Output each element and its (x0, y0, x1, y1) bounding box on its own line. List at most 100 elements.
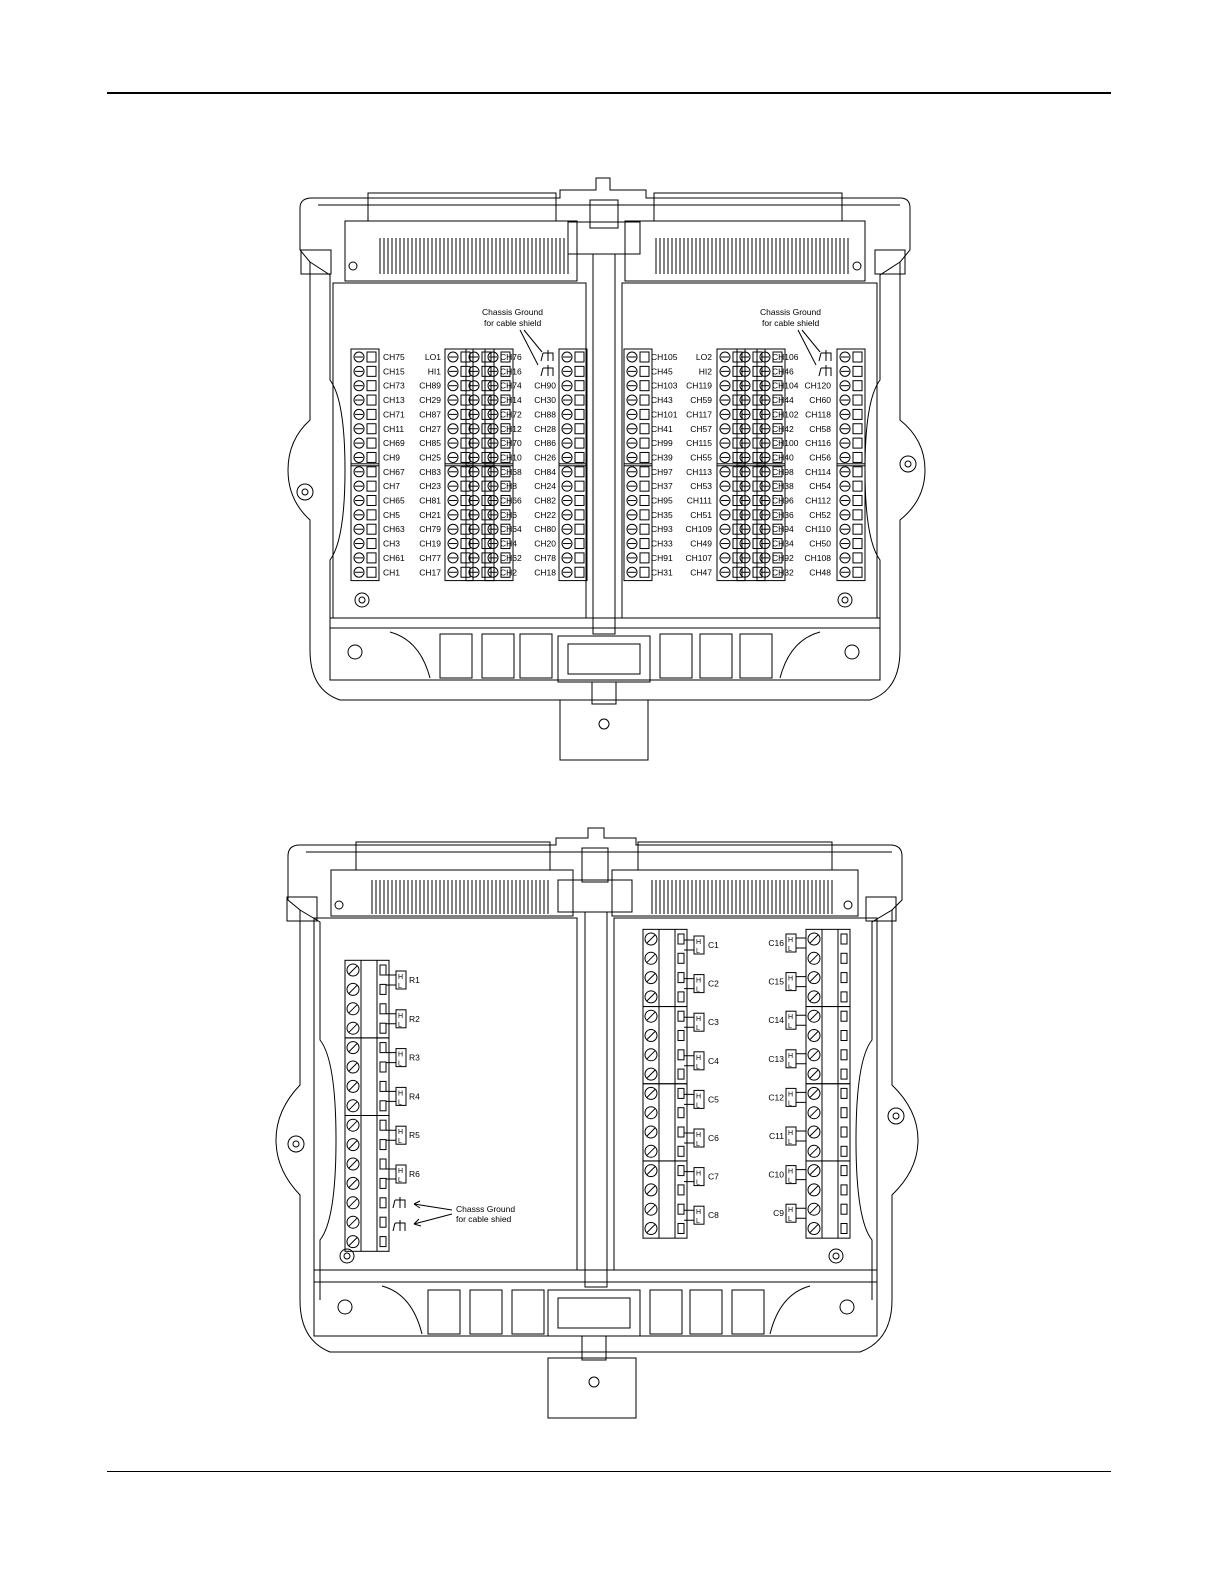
screw-slot (348, 1198, 358, 1208)
screw-terminal (447, 394, 459, 406)
screw-slot (348, 1101, 358, 1111)
wire-entry (366, 552, 377, 564)
c-channel-label: C16 (768, 938, 784, 948)
wire-entry (574, 408, 585, 420)
terminal-block (736, 463, 766, 582)
terminal-block (716, 348, 746, 467)
screw-terminal (487, 509, 499, 521)
screw-slot (646, 1204, 656, 1214)
screw-terminal (644, 1202, 658, 1216)
h-label: H (788, 1091, 793, 1098)
wire-entry (852, 466, 863, 478)
terminal-block (350, 463, 380, 582)
screw-slot (809, 1069, 819, 1079)
screw-terminal (739, 566, 751, 578)
rail-slot (739, 633, 773, 679)
channel-label: CH116 (805, 438, 831, 448)
hl-box (693, 1205, 705, 1225)
channel-label: CH90 (534, 381, 556, 391)
wire-entry (852, 394, 863, 406)
hl-marker: HL (684, 1089, 705, 1109)
channel-label: CH29 (419, 395, 441, 405)
terminal-block (484, 348, 514, 467)
screw-terminal (759, 466, 771, 478)
screw-terminal (561, 523, 573, 535)
wire-entry (840, 972, 848, 984)
wire-entry (677, 1030, 685, 1041)
screw-slot (646, 1146, 656, 1156)
screw-terminal (561, 394, 573, 406)
channel-label: CH109 (686, 524, 713, 534)
wire-entry (379, 1197, 387, 1209)
screw-terminal (626, 566, 638, 578)
terminal-block (465, 348, 495, 467)
screw-terminal (759, 451, 771, 463)
screw-terminal (447, 451, 459, 463)
channel-label: CH55 (690, 452, 712, 462)
channel-label: CH84 (534, 467, 556, 477)
screw-slot (809, 934, 819, 944)
wire-entry (639, 380, 650, 392)
screw-terminal (468, 480, 480, 492)
wire-entry (379, 983, 387, 995)
screw-terminal (807, 1067, 821, 1081)
wire-entry (840, 1126, 848, 1138)
l-label: L (696, 1102, 700, 1109)
channel-label: CH63 (383, 524, 405, 534)
screw-terminal (468, 466, 480, 478)
hl-box (395, 1048, 407, 1068)
h-label: H (696, 1055, 701, 1062)
wire-entry (677, 1107, 685, 1119)
screw-terminal (739, 423, 751, 435)
screw-slot (809, 1166, 819, 1175)
c-channel-label: C1 (708, 940, 719, 950)
terminal-block (623, 463, 653, 582)
arrow-icon (386, 1090, 396, 1102)
channel-label: CH68 (500, 467, 522, 477)
hl-marker: HL (684, 1205, 705, 1225)
rail-slot (481, 633, 515, 679)
screw-terminal (447, 351, 459, 363)
h-label: H (788, 1014, 793, 1021)
wire-entry (852, 423, 863, 435)
screw-terminal (644, 1222, 658, 1235)
channel-label: CH112 (805, 496, 831, 506)
wire-entry (852, 552, 863, 564)
screw-slot (348, 1179, 358, 1188)
h-label: H (696, 1209, 701, 1216)
wire-entry (772, 437, 783, 449)
wire-entry (379, 1042, 387, 1054)
l-label: L (398, 1099, 402, 1106)
channel-label: CH2 (500, 567, 517, 577)
screw-terminal (561, 566, 573, 578)
channel-label: CH14 (500, 395, 522, 405)
screw-terminal (468, 538, 480, 550)
wire-entry (639, 480, 650, 492)
h-label: H (788, 976, 793, 983)
footer-rule (107, 1471, 1111, 1472)
screw-terminal (346, 1079, 360, 1093)
channel-label: CH64 (500, 524, 522, 534)
screw-slot (348, 1120, 358, 1130)
h-label: H (398, 1129, 403, 1136)
screw-terminal (739, 408, 751, 420)
chassis-ground-icon (818, 365, 832, 377)
wire-entry (840, 1068, 848, 1080)
channel-label: CH5 (383, 510, 400, 520)
screw-terminal (487, 437, 499, 449)
screw-slot (348, 1062, 358, 1072)
top-ground-note-right: Chassis Ground for cable shield (760, 307, 821, 328)
l-label: L (788, 1062, 792, 1069)
channel-label: CH108 (805, 553, 832, 563)
screw-terminal (353, 423, 365, 435)
screw-terminal (739, 466, 751, 478)
screw-terminal (487, 566, 499, 578)
channel-label: CH41 (651, 424, 673, 434)
screw-slot (646, 1127, 656, 1137)
screw-terminal (807, 932, 821, 946)
wire-entry (500, 365, 511, 377)
channel-label: CH58 (809, 424, 831, 434)
screw-terminal (447, 365, 459, 377)
screw-terminal (346, 1157, 360, 1171)
screw-terminal (739, 495, 751, 506)
